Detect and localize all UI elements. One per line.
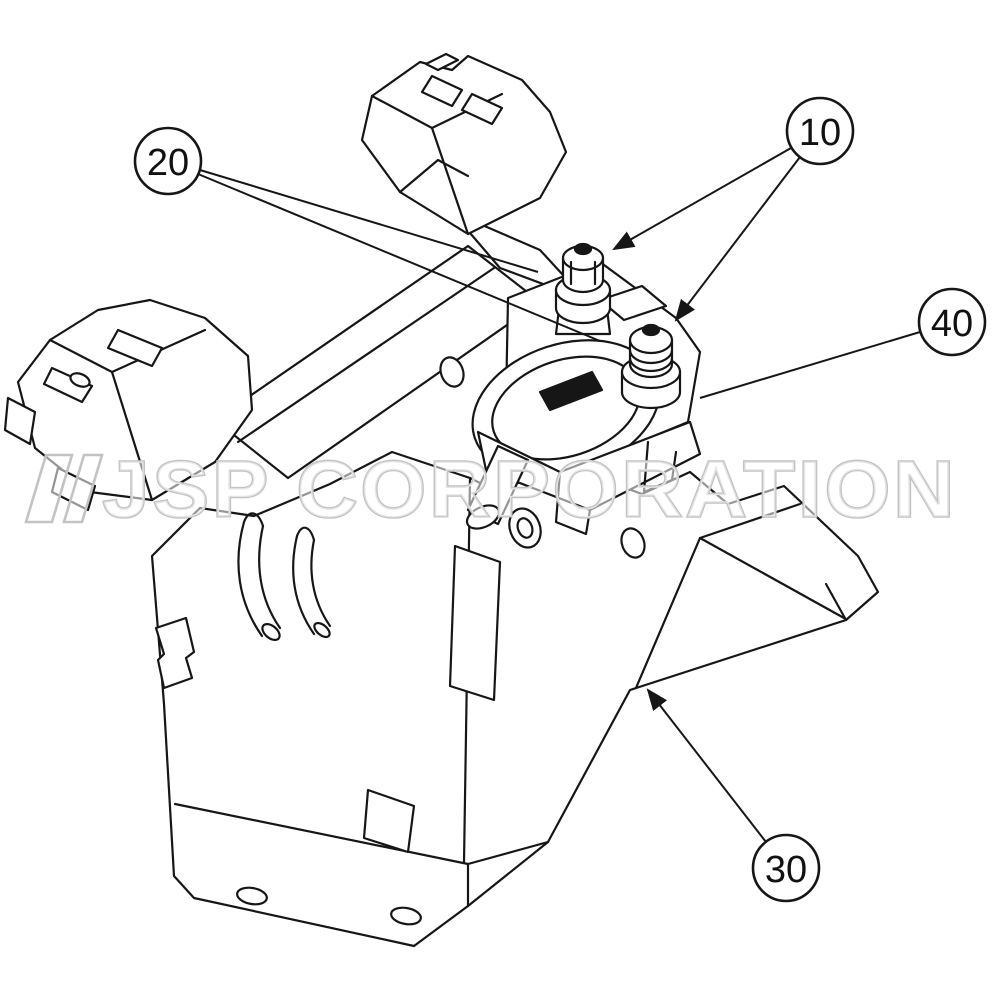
assembly-drawing: [3, 52, 880, 948]
callout-20: 20: [133, 126, 203, 196]
valve-nipple: [641, 323, 661, 337]
base-bracket: [150, 356, 880, 948]
connector-slot-hole: [69, 372, 91, 388]
bracket-hole-inner: [516, 517, 534, 539]
leader-line-40: [699, 331, 921, 399]
callouts: 10 20 30 40: [133, 96, 987, 903]
callout-20-circle: [133, 126, 203, 196]
mounting-hole: [236, 886, 268, 906]
callout-40: 40: [917, 287, 987, 357]
watermark-logo: [62, 453, 104, 524]
watermark-logo: [24, 453, 74, 524]
callout-20-label: 20: [147, 142, 189, 184]
callout-30-circle: [751, 833, 821, 903]
watermark-text: JSP CORPORATION: [103, 445, 958, 534]
valve-nipple: [573, 242, 593, 256]
outlet-pipe-end: [465, 504, 501, 530]
leader-line-10b: [674, 156, 801, 322]
callout-30: 30: [751, 833, 821, 903]
leader-line-20b: [197, 173, 601, 342]
callout-40-label: 40: [931, 303, 973, 345]
top-connector-bracket: [360, 52, 568, 236]
wire-clip: [237, 512, 332, 642]
callout-10-circle: [785, 96, 855, 166]
solenoid-valve-left: [554, 242, 612, 336]
callout-40-circle: [917, 287, 987, 357]
watermark: JSP CORPORATION: [24, 443, 958, 535]
leader-line-30: [646, 688, 767, 843]
callout-10: 10: [785, 96, 855, 166]
callout-30-label: 30: [765, 849, 807, 891]
bracket-hole: [620, 527, 646, 559]
leader-line-10a: [612, 147, 792, 251]
solenoid-valve-right: [620, 323, 682, 410]
valve-assembly: [465, 242, 702, 536]
leader-lines: [197, 147, 921, 843]
callout-10-label: 10: [799, 112, 841, 154]
bracket-hole: [439, 356, 465, 388]
mounting-hole: [390, 906, 422, 926]
leader-line-20a: [199, 169, 539, 273]
